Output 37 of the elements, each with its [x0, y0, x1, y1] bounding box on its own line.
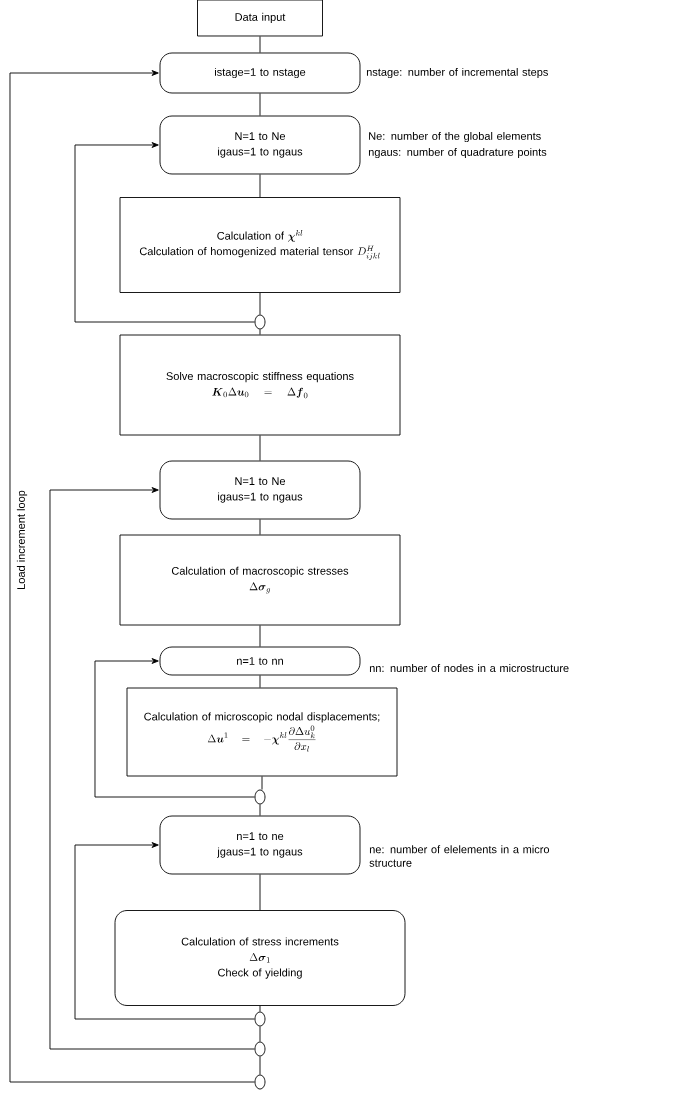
- loop-box: N=1 to Ne igaus=1 to ngaus: [159, 115, 361, 175]
- connector-line: [259, 435, 261, 461]
- connector-line: [259, 1005, 261, 1012]
- connector-line: [259, 93, 261, 116]
- loop-arrow: [94, 658, 255, 798]
- connector-line: [259, 804, 261, 816]
- loop-box: istage=1 to nstage: [159, 52, 361, 94]
- process-box: Calculation of $\boldsymbol{\chi}^{kl}$ Calculation of homogenized material tensor $D^{H}_{ijkl}$: [119, 197, 401, 293]
- loop-label: Load increment loop: [16, 490, 28, 589]
- connector-line: [259, 675, 261, 688]
- process-box: Calculation of microscopic nodal displacements; $\Delta\boldsymbol{u}^1=-\boldsymbol{\chi}^{kl}\frac{\partial\Delta u^0_k}{\partial x_l}$: [126, 687, 398, 777]
- loop-box: N=1 to Ne igaus=1 to ngaus: [159, 460, 361, 520]
- note-text: ngaus: number of quadrature points: [368, 147, 547, 159]
- connector-line: [259, 329, 261, 335]
- connector-line: [259, 519, 261, 535]
- process-box: Calculation of stress increments $\Delta\boldsymbol{\sigma}_1$ Check of yielding: [114, 910, 406, 1006]
- loop-arrow: [9, 70, 255, 1083]
- connector-line: [259, 1056, 261, 1075]
- input-box: Data input: [197, 0, 323, 37]
- process-box: Solve macroscopic stiffness equations $\boldsymbol{K}_0\Delta\boldsymbol{u}_0=\Delta\boldsymbol{f}_0$: [119, 334, 401, 436]
- connector-line: [259, 625, 261, 647]
- connector-line: [259, 1026, 261, 1042]
- connector-line: [259, 174, 261, 198]
- note-text: nn: number of nodes in a microstructure: [369, 663, 569, 673]
- loop-arrow: [74, 842, 255, 1020]
- connector-line: [259, 874, 261, 911]
- loop-arrow: [49, 487, 255, 1050]
- note-text: ne: number of elelements in a micro structure: [369, 845, 550, 867]
- note-text: nstage: number of incremental steps: [366, 67, 548, 79]
- note-text: Ne: number of the global elements: [369, 131, 541, 143]
- loop-box: n=1 to ne jgaus=1 to ngaus: [159, 815, 361, 875]
- connector-line: [259, 292, 261, 315]
- connector-line: [261, 776, 263, 790]
- loop-arrow: [74, 142, 255, 323]
- loop-box: n=1 to nn: [159, 646, 361, 676]
- process-box: Calculation of macroscopic stresses $\Delta\boldsymbol{\sigma}_g$: [119, 534, 401, 626]
- connector-line: [259, 36, 261, 53]
